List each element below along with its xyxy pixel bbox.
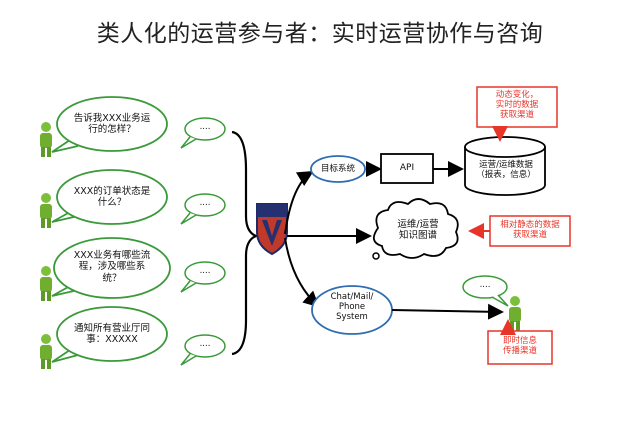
question-bubble [51,169,168,225]
grouping-brace [231,130,259,356]
user-icon [40,122,52,157]
api-label: API [399,163,415,173]
callout-text: 即时信息 传播渠道 [502,336,537,357]
user-icon [40,334,52,369]
question-text: XXX的订单状态是 什么？ [73,186,151,209]
reply-bubble [462,275,509,307]
user-icon [40,193,52,228]
user-icon [509,296,521,331]
target-system-node [310,155,366,183]
reply-text: .... [199,266,211,276]
chat-system-label: Chat/Mail/ Phone System [330,292,374,322]
user-icon [40,266,52,301]
question-text: 告诉我XXX业务运 行的怎样？ [73,113,151,136]
arrow-to-right-user [391,303,504,320]
reply-bubble [180,334,226,366]
reply-bubble [180,261,226,293]
api-node [380,153,434,184]
database-node [464,136,546,196]
hit-logo-icon [256,203,288,256]
question-bubble [51,237,171,299]
reply-bubble [180,193,226,225]
callout-box [489,215,571,247]
cloud-dot [372,252,380,260]
reply-text: .... [479,280,491,290]
reply-text: .... [199,339,211,349]
knowledge-graph-cloud [372,198,459,259]
reply-bubble [180,117,226,149]
target-system-label: 目标系统 [320,164,355,174]
question-bubble [51,96,168,153]
database-label: 运营/运维数据 （报表，信息） [476,160,536,181]
reply-text: .... [199,122,211,132]
callout-text: 动态变化， 实时的数据 获取渠道 [495,90,539,121]
arrow-to-chat-system [284,237,320,308]
question-bubble [51,306,168,363]
callout-box [487,330,553,365]
arrow-to-target-system [284,170,314,235]
knowledge-graph-label: 运维/运营 知识图谱 [397,219,439,242]
page-title: 类人化的运营参与者：实时运营协作与咨询 [96,21,544,47]
question-text: 通知所有营业厅同 事：XXXXX [73,323,150,346]
callout-text: 相对静态的数据 获取渠道 [500,220,560,241]
callout-box [476,86,558,128]
reply-text: .... [199,198,211,208]
question-text: XXX业务有哪些流 程，涉及哪些系 统？ [73,250,151,284]
